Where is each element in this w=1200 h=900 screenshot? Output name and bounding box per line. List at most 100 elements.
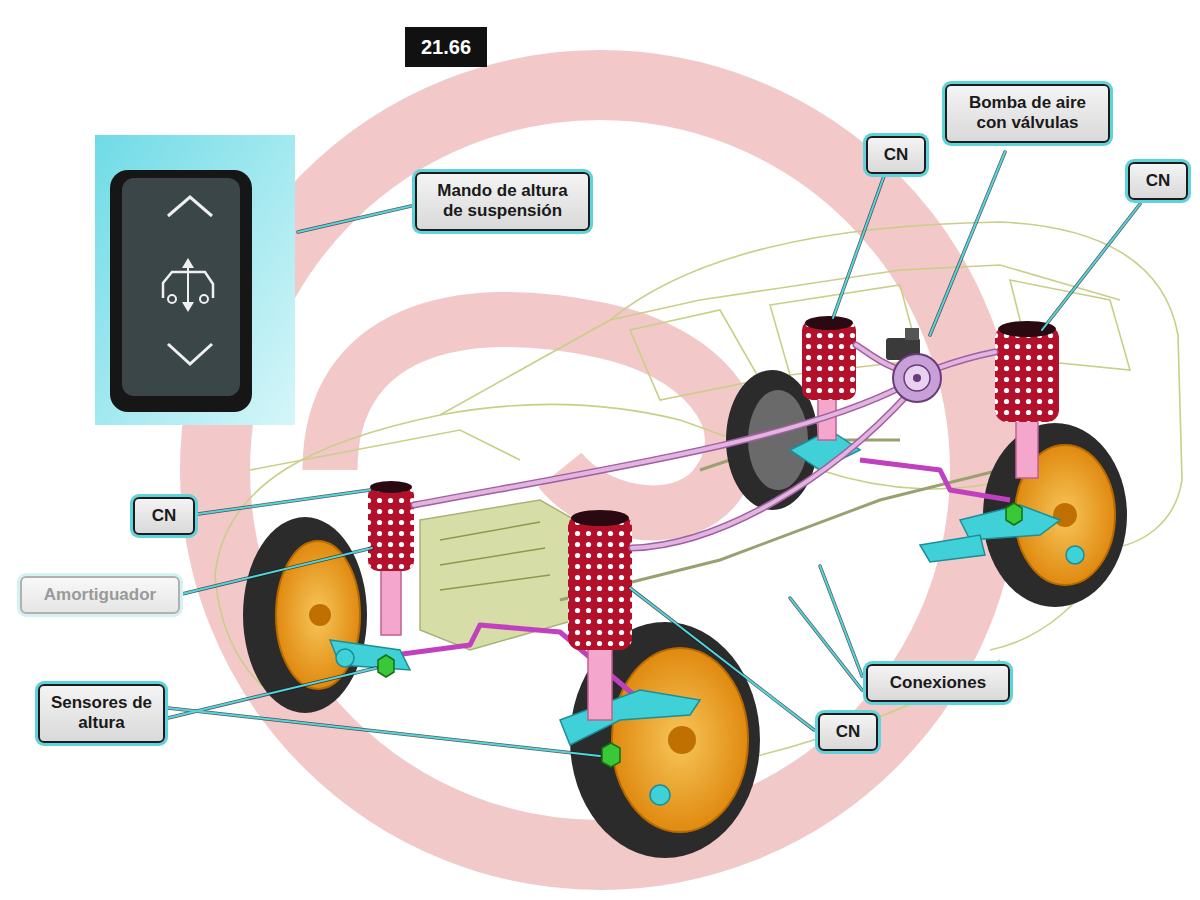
control-arms [1066,546,1084,564]
callout-label: CN [877,145,915,165]
leader-lines [1042,204,1140,330]
leader-lines [298,206,411,232]
leader-lines [790,598,862,690]
callout-box: Mando de altura de suspensión [415,172,590,231]
engine-block [440,522,550,590]
leader-lines [168,152,1140,756]
air-springs [368,316,1059,650]
leader-lines [820,566,862,676]
callout-label: Conexiones [877,673,999,693]
front-right-wheel [612,648,748,832]
callout-box: Amortiguador [20,576,180,614]
callout-label: Bomba de aire con válvulas [956,93,1099,134]
air-lines [414,345,995,548]
control-arms [650,785,670,805]
height-switch [95,135,295,425]
air-pump [904,365,930,391]
front-right-wheel [570,622,760,858]
callout-box: CN [133,497,195,535]
front-left-wheel [276,541,360,689]
callout-label: 21.66 [415,35,477,59]
air-springs [802,320,856,400]
leader-lines [168,152,1140,756]
control-arms [330,430,1084,805]
air-springs [805,316,853,330]
car-outline [630,310,760,400]
leader-lines [833,176,884,318]
callout-box: Bomba de aire con válvulas [945,84,1110,143]
control-arms [920,535,985,562]
shock-absorbers [588,645,612,720]
callout-box: CN [1128,162,1188,200]
air-lines [632,392,910,548]
air-lines [938,352,995,368]
height-sensors [378,655,394,677]
control-arms [560,690,700,745]
callout-label: Mando de altura de suspensión [426,181,579,222]
callout-label: CN [829,722,867,742]
height-switch [168,295,176,303]
callout-box: CN [866,136,926,174]
leader-lines [630,588,814,730]
callout-label: CN [1139,171,1177,191]
height-sensors [378,503,1022,767]
car-outline [250,430,520,470]
air-lines [414,385,905,505]
height-switch [95,135,295,425]
height-switch [168,344,212,364]
leader-lines [833,176,884,318]
height-switch [187,268,189,302]
height-sensors [602,743,620,767]
air-pump [893,354,941,402]
leader-lines [168,708,600,756]
control-arms [330,640,410,670]
front-left-wheel [309,604,331,626]
leader-lines [298,206,411,232]
leader-lines [182,548,372,594]
air-springs [370,481,412,493]
air-lines [414,385,905,505]
shock-absorbers [381,395,1038,720]
air-springs [802,320,856,400]
stabilizer-bar [860,460,1010,500]
height-switch [168,197,212,216]
leader-lines [930,152,1005,335]
height-switch [110,170,252,412]
car-outline [215,222,1182,575]
air-springs [995,326,1059,422]
callout-label: CN [144,506,184,526]
leader-lines [1042,204,1140,330]
air-lines [414,345,995,548]
air-springs [995,326,1059,422]
leader-lines [930,152,1005,335]
air-pump [886,328,941,402]
leader-lines [198,490,370,514]
figure-number: 21.66 [405,27,487,67]
air-springs [568,515,632,650]
air-pump [905,328,919,340]
leader-lines [168,668,376,718]
leader-lines [790,598,862,690]
leader-lines [198,490,370,514]
air-lines [414,345,995,548]
air-springs [568,515,632,650]
leader-lines [168,708,600,756]
height-switch [182,258,194,312]
air-springs [571,510,629,526]
air-springs [368,485,414,571]
air-lines [938,352,995,368]
leader-lines [168,152,1140,756]
leader-lines [820,566,862,676]
height-sensors [1006,503,1022,525]
front-right-wheel [668,726,696,754]
callout-box: Conexiones [866,664,1010,702]
air-lines [632,392,910,548]
control-arms [336,649,354,667]
air-pump [913,374,921,382]
callout-label: Amortiguador [31,585,169,605]
leader-lines [630,588,814,730]
callout-box: CN [818,713,878,751]
shock-absorbers [1016,418,1038,478]
callout-box: Sensores de altura [38,684,165,743]
